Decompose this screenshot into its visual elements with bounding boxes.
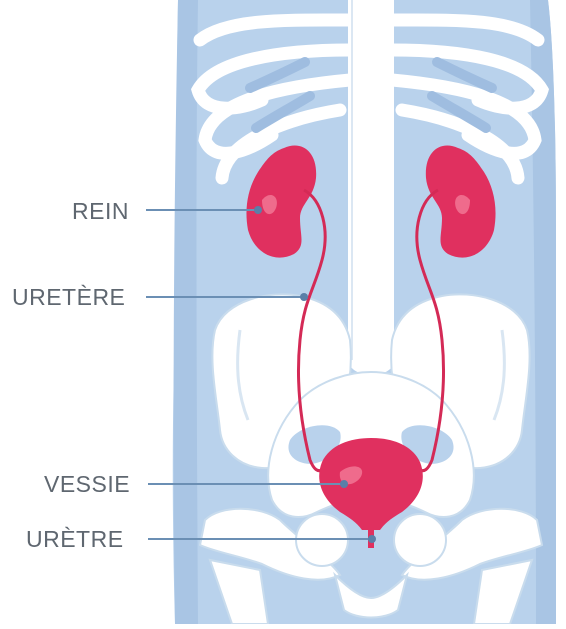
leader-dot-rein [254,206,262,214]
leader-dot-uretere [300,293,308,301]
spine [348,0,394,375]
label-uretre: URÈTRE [26,526,124,553]
leader-dot-vessie [340,480,348,488]
label-uretere: URETÈRE [12,284,125,311]
leader-dot-uretre [368,535,376,543]
label-vessie: VESSIE [44,471,130,498]
label-rein: REIN [72,198,129,225]
